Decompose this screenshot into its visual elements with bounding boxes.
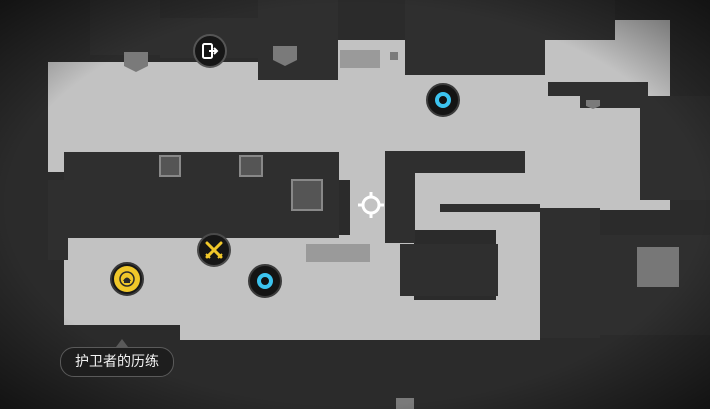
label-pointer: [116, 339, 128, 347]
teleport-ring-icon: [435, 92, 451, 108]
combat-marker[interactable]: [197, 233, 231, 267]
waypoint-marker[interactable]: [248, 264, 282, 298]
crossed-swords-icon: [205, 241, 223, 259]
exit-marker[interactable]: [193, 34, 227, 68]
exit-door-icon: [202, 43, 219, 59]
zone-name-label[interactable]: 护卫者的历练: [60, 347, 174, 377]
waypoint-marker[interactable]: [426, 83, 460, 117]
teleport-ring-icon: [257, 273, 273, 289]
player-position-marker: [354, 188, 388, 222]
treasure-marker[interactable]: [110, 262, 144, 296]
treasure-seal-icon: [114, 266, 140, 292]
crosshair-icon: [358, 192, 384, 218]
